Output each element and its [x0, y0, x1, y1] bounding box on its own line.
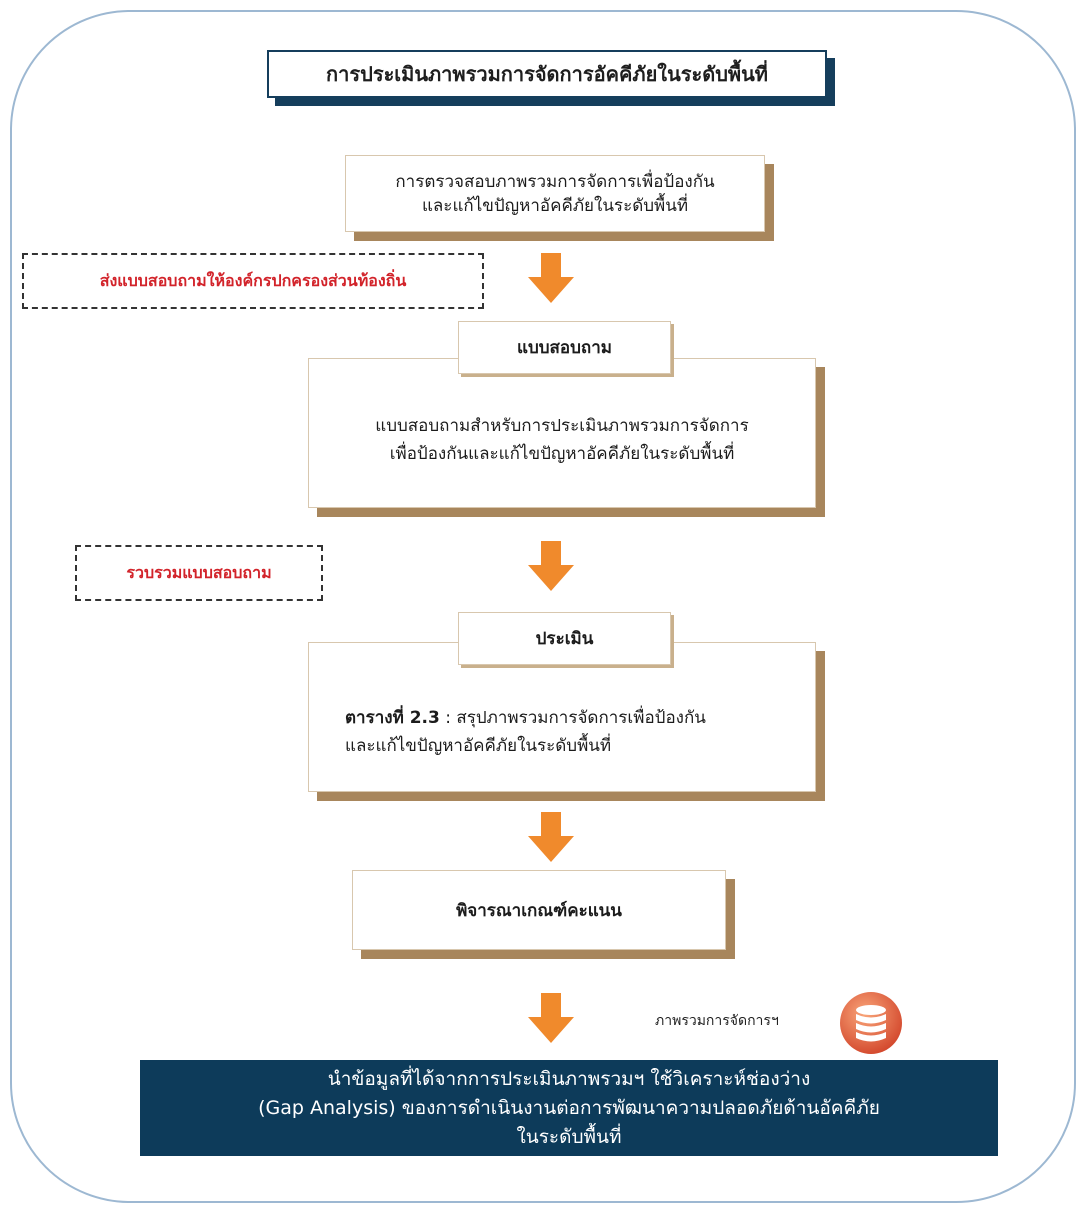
evaluate-line-2: และแก้ไขปัญหาอัคคีภัยในระดับพื้นที่: [345, 736, 612, 756]
step-inspect-line-2: และแก้ไขปัญหาอัคคีภัยในระดับพื้นที่: [421, 195, 689, 216]
final-line-3: ในระดับพื้นที่: [516, 1125, 622, 1148]
questionnaire-line-2: เพื่อป้องกันและแก้ไขปัญหาอัคคีภัยในระดับ…: [389, 444, 735, 464]
evaluate-line-1-text: : สรุปภาพรวมการจัดการเพื่อป้องกัน: [439, 708, 706, 728]
down-arrow-icon: [528, 993, 574, 1043]
diagram-title: การประเมินภาพรวมการจัดการอัคคีภัยในระดับ…: [267, 50, 827, 98]
final-line-2: (Gap Analysis) ของการดำเนินงานต่อการพัฒน…: [258, 1096, 880, 1119]
step-inspect-overview: การตรวจสอบภาพรวมการจัดการเพื่อป้องกัน แล…: [345, 155, 765, 232]
step-criteria: พิจารณาเกณฑ์คะแนน: [352, 870, 726, 950]
side-note-collect-questionnaire: รวบรวมแบบสอบถาม: [75, 545, 323, 601]
step-inspect-line-1: การตรวจสอบภาพรวมการจัดการเพื่อป้องกัน: [395, 171, 715, 192]
side-note-send-questionnaire: ส่งแบบสอบถามให้องค์กรปกครองส่วนท้องถิ่น: [22, 253, 484, 309]
database-label: ภาพรวมการจัดการฯ: [655, 1013, 779, 1029]
down-arrow-icon: [528, 812, 574, 862]
down-arrow-icon: [528, 541, 574, 591]
evaluate-line-1: ตารางที่ 2.3 : สรุปภาพรวมการจัดการเพื่อป…: [345, 704, 706, 732]
questionnaire-panel: แบบสอบถามสำหรับการประเมินภาพรวมการจัดการ…: [308, 358, 816, 508]
database-icon: [840, 992, 902, 1054]
down-arrow-icon: [528, 253, 574, 303]
final-line-1: นำข้อมูลที่ได้จากการประเมินภาพรวมฯ ใช้วิ…: [327, 1067, 811, 1090]
evaluate-panel: ตารางที่ 2.3 : สรุปภาพรวมการจัดการเพื่อป…: [308, 642, 816, 792]
final-outcome-box: นำข้อมูลที่ได้จากการประเมินภาพรวมฯ ใช้วิ…: [140, 1060, 998, 1156]
questionnaire-tab: แบบสอบถาม: [458, 321, 671, 374]
evaluate-tab: ประเมิน: [458, 612, 671, 665]
table-reference: ตารางที่ 2.3: [345, 708, 440, 728]
questionnaire-line-1: แบบสอบถามสำหรับการประเมินภาพรวมการจัดการ: [375, 416, 749, 436]
